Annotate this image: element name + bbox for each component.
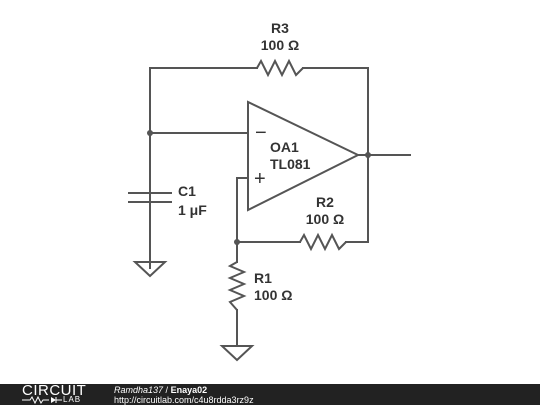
r1-value: 100 Ω xyxy=(254,287,292,303)
ground-icon xyxy=(219,345,255,362)
r2-value: 100 Ω xyxy=(306,211,344,227)
resistor-r3-symbol xyxy=(256,58,304,78)
r2-designator: R2 xyxy=(316,194,334,210)
schematic-canvas: R3 100 Ω R2 100 Ω R1 100 Ω C1 1 μF − + O… xyxy=(128,20,411,362)
resistor-logo-icon xyxy=(22,396,62,404)
ground-icon xyxy=(132,261,168,278)
logo-circuit-text: CIRCUIT xyxy=(22,382,87,399)
c1-designator: C1 xyxy=(178,183,196,199)
capacitor-c1[interactable]: C1 1 μF xyxy=(128,132,207,218)
junction-dot-r1 xyxy=(234,239,240,245)
resistor-r2[interactable]: R2 100 Ω xyxy=(299,194,347,252)
ground-r1 xyxy=(219,345,255,362)
wire-output-feedback xyxy=(345,67,369,243)
resistor-r1-symbol xyxy=(227,261,247,311)
resistor-r1[interactable]: R1 100 Ω xyxy=(227,261,292,311)
ground-c1 xyxy=(132,261,168,278)
footer-credit: Ramdha137 / Enaya02 xyxy=(114,385,254,395)
r3-value: 100 Ω xyxy=(261,37,299,53)
inverting-input-sign: − xyxy=(255,122,267,144)
footer-bar: CIRCUIT LAB Ramdha137 / Enaya02 http://c… xyxy=(0,382,540,405)
footer-meta: Ramdha137 / Enaya02 http://circuitlab.co… xyxy=(114,385,254,405)
r3-designator: R3 xyxy=(271,20,289,36)
credit-separator: / xyxy=(163,385,171,395)
wire-left-feedback xyxy=(149,67,258,269)
junction-dot-output xyxy=(365,152,371,158)
circuitlab-logo[interactable]: CIRCUIT LAB xyxy=(22,382,96,405)
oa1-part: TL081 xyxy=(270,156,311,172)
wire-noninverting-input xyxy=(236,177,249,243)
oa1-designator: OA1 xyxy=(270,139,299,155)
opamp-oa1[interactable]: − + OA1 TL081 xyxy=(247,100,361,212)
resistor-r3[interactable]: R3 100 Ω xyxy=(256,20,304,78)
logo-lab-text: LAB xyxy=(63,395,82,404)
circuit-title: Enaya02 xyxy=(170,385,208,395)
resistor-r2-symbol xyxy=(299,232,347,252)
r1-designator: R1 xyxy=(254,270,272,286)
author-link[interactable]: Ramdha137 xyxy=(114,385,164,395)
c1-value: 1 μF xyxy=(178,202,207,218)
noninverting-input-sign: + xyxy=(254,168,266,190)
opamp-triangle xyxy=(247,100,361,212)
circuit-url[interactable]: http://circuitlab.com/c4u8rdda3rz9z xyxy=(114,395,254,405)
